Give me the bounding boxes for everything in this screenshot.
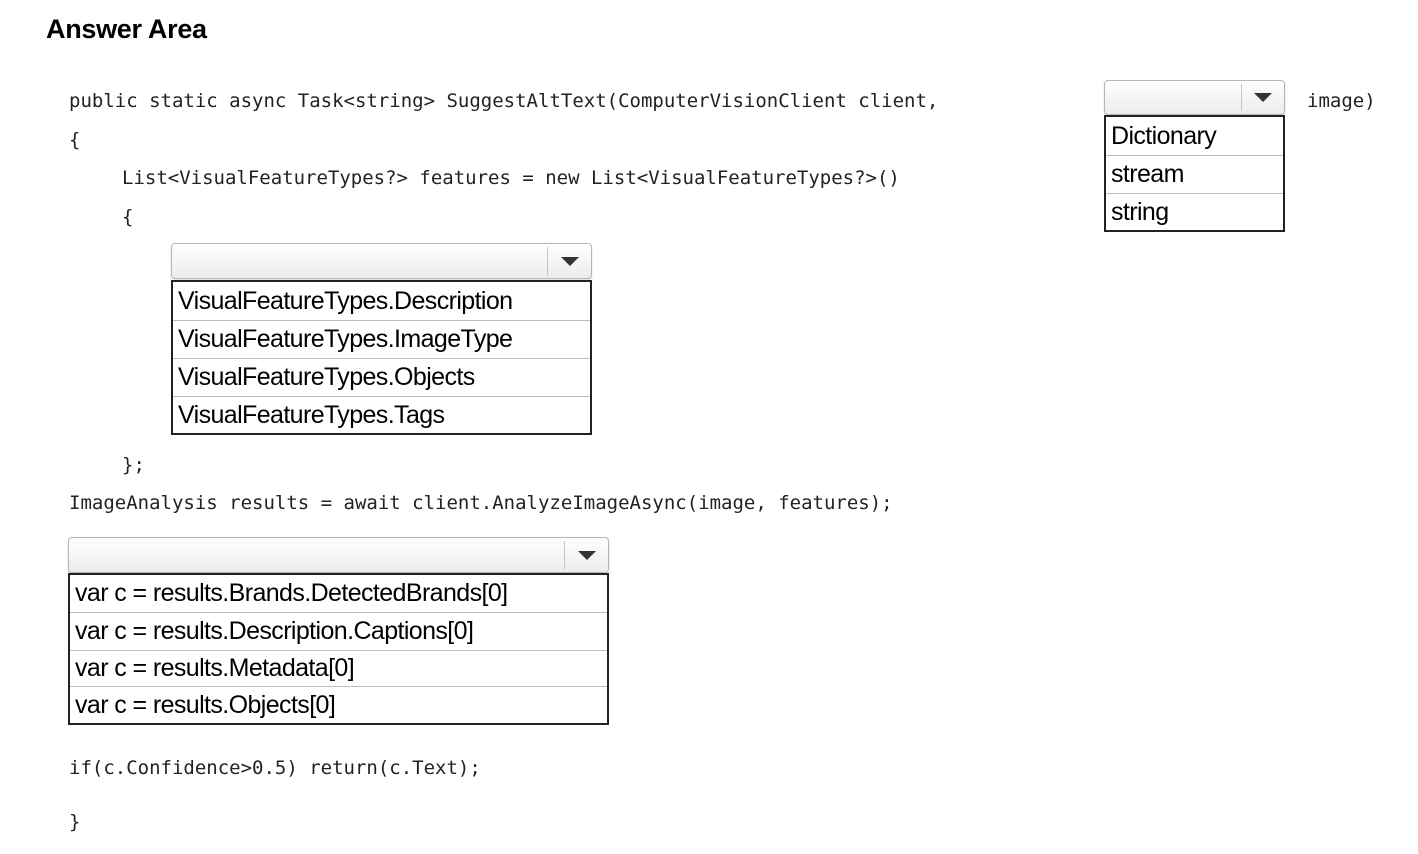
code-line-inner-open-brace: { — [122, 206, 134, 228]
chevron-down-icon[interactable] — [565, 538, 608, 572]
option-objects-result[interactable]: var c = results.Objects[0] — [75, 690, 336, 719]
code-line-confidence-check: if(c.Confidence>0.5) return(c.Text); — [69, 757, 481, 779]
code-line-signature-end: image) — [1307, 90, 1376, 112]
features-dropdown[interactable] — [171, 243, 592, 279]
code-line-close-brace: } — [69, 811, 81, 833]
code-line-inner-close-brace: }; — [122, 454, 145, 476]
option-brands[interactable]: var c = results.Brands.DetectedBrands[0] — [70, 575, 607, 613]
code-line-signature: public static async Task<string> Suggest… — [69, 90, 939, 112]
option-stream[interactable]: stream — [1106, 156, 1283, 194]
option-objects[interactable]: VisualFeatureTypes.Objects — [173, 359, 590, 397]
chevron-down-icon[interactable] — [548, 244, 591, 278]
result-dropdown[interactable] — [68, 537, 609, 573]
option-metadata[interactable]: var c = results.Metadata[0] — [70, 651, 607, 687]
option-description[interactable]: VisualFeatureTypes.Description — [173, 282, 590, 321]
option-dictionary[interactable]: Dictionary — [1106, 117, 1283, 156]
page-title: Answer Area — [46, 14, 207, 44]
param-type-options: Dictionary stream string — [1104, 115, 1285, 232]
result-options: var c = results.Brands.DetectedBrands[0]… — [68, 573, 609, 725]
chevron-down-icon[interactable] — [1242, 81, 1284, 114]
option-captions[interactable]: var c = results.Description.Captions[0] — [70, 613, 607, 651]
option-imagetype[interactable]: VisualFeatureTypes.ImageType — [173, 321, 590, 359]
code-line-open-brace: { — [69, 129, 81, 151]
features-options: VisualFeatureTypes.Description VisualFea… — [171, 280, 592, 435]
param-type-dropdown[interactable] — [1104, 80, 1285, 115]
option-tags[interactable]: VisualFeatureTypes.Tags — [178, 400, 445, 429]
option-string[interactable]: string — [1111, 197, 1169, 226]
code-line-analyze-call: ImageAnalysis results = await client.Ana… — [69, 492, 893, 514]
code-line-features-list: List<VisualFeatureTypes?> features = new… — [122, 167, 900, 189]
